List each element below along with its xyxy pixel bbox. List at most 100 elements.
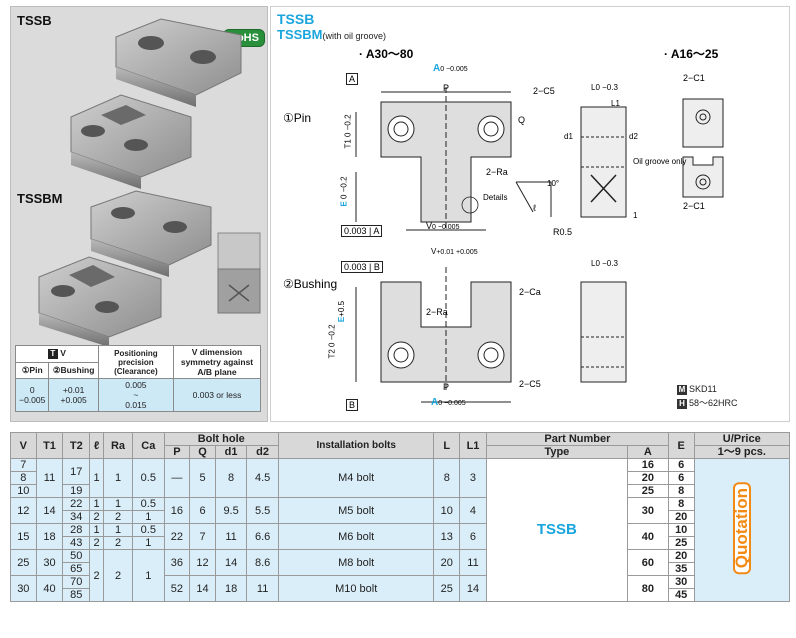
table-row: 7 11 17 1 1 0.5 — 5 8 4.5 M4 bolt 8 3 TS… [10, 458, 790, 602]
cell-e: 45 [667, 588, 695, 602]
cell-e: 25 [667, 536, 695, 550]
cell-ra: 1 [102, 523, 134, 537]
cell-ca: 1 [132, 510, 165, 524]
cell-bolt: M4 bolt [277, 458, 435, 498]
cell-q: 6 [189, 497, 216, 524]
v-dimension-pin: V0 −0.005 [426, 221, 460, 231]
th-t2: T2 [62, 432, 91, 459]
cell-d1: 11 [214, 523, 248, 550]
cell-d1: 18 [214, 575, 248, 602]
cell-ra: 1 [102, 458, 134, 498]
tssb-label: TSSB [17, 13, 52, 28]
cell-L1: 6 [459, 523, 487, 550]
cell-a: 40 [626, 523, 669, 550]
cell-ra: 2 [102, 510, 134, 524]
table-row: 8 20 6 [10, 471, 790, 485]
cell-t2: 65 [62, 562, 91, 576]
tssbm-bushing-photo [38, 256, 162, 347]
pin-label: ①Pin [283, 111, 312, 125]
cell-v: 8 [10, 471, 37, 485]
th-bolt-hole: Bolt hole [163, 432, 279, 446]
cell-e: 6 [667, 458, 695, 472]
cell-a: 30 [626, 497, 669, 524]
cell-v: 7 [10, 458, 37, 472]
drawing-title-tssb: TSSB [277, 11, 315, 27]
table-row: 30 40 70 52 14 18 11 M10 bolt 25 14 80 3… [10, 575, 790, 602]
cell-d2: 11 [246, 575, 279, 602]
cell-ell: 1 [89, 497, 104, 511]
cell-ra: 2 [102, 549, 134, 602]
th-qty: 1～9 pcs. [693, 445, 790, 459]
cell-ell: 1 [89, 458, 104, 498]
cell-L1: 14 [459, 575, 487, 602]
tssb-pin-photo [115, 18, 242, 107]
th-ell: ℓ [89, 432, 104, 459]
chamfer-c5-bushing: 2−C5 [519, 379, 541, 389]
cell-d2: 5.5 [246, 497, 279, 524]
th-d1: d1 [214, 445, 248, 459]
cell-q: 5 [189, 458, 216, 498]
t-icon: T [47, 349, 58, 360]
cell-a: 16 [626, 458, 669, 472]
top-section: TSSB RoHS TSSBM [10, 6, 790, 422]
cell-v: 12 [10, 497, 37, 524]
table-row: 12 14 22 1 1 0.5 16 6 9.5 5.5 M5 bolt 10… [10, 497, 790, 524]
cell-ca: 0.5 [132, 497, 165, 511]
cell-a: 80 [626, 575, 669, 602]
chamfer-c5-label: 2−C5 [533, 86, 555, 96]
cell-a: 60 [626, 549, 669, 576]
chamfer-c1-top: 2−C1 [683, 73, 705, 83]
th-type: Type [485, 445, 628, 459]
th-installation: Installation bolts [277, 432, 435, 459]
details-label: Details [483, 193, 508, 202]
pin-tolerance: 0 −0.005 [14, 378, 50, 412]
cell-a: 20 [626, 471, 669, 485]
cell-ra: 2 [102, 536, 134, 550]
a-dimension: A0 −0.005 [433, 63, 468, 74]
th-L1: L1 [459, 432, 487, 459]
cell-p: 52 [163, 575, 191, 602]
cell-L1: 4 [459, 497, 487, 524]
cell-p: 36 [163, 549, 191, 576]
tssbm-pin-photo [90, 190, 212, 277]
l-dimension: L0 −0.3 [591, 83, 618, 92]
quotation-button[interactable]: Quotation [732, 482, 751, 575]
cell-e: 8 [667, 497, 695, 511]
cell-t2: 22 [62, 497, 91, 511]
cell-bolt: M8 bolt [277, 549, 435, 576]
cell-L: 20 [433, 549, 461, 576]
th-L: L [433, 432, 461, 459]
cell-a: 25 [626, 484, 669, 498]
cell-v: 10 [10, 484, 37, 498]
cell-ell: 1 [89, 523, 104, 537]
cell-v: 30 [10, 575, 37, 602]
symmetry-value: 0.003 or less [172, 378, 262, 412]
datum-a: A [346, 73, 359, 85]
product-photos [38, 18, 261, 347]
quotation-cell: Quotation [693, 458, 790, 602]
table-row: 10 19 25 8 [10, 484, 790, 498]
cell-t2: 50 [62, 549, 91, 563]
oil-groove-label: Oil groove only [633, 157, 687, 166]
cell-d2: 4.5 [246, 458, 279, 498]
cell-ra: 1 [102, 497, 134, 511]
cell-q: 14 [189, 575, 216, 602]
t2-dimension: T2 0 −0.2 [327, 324, 337, 359]
cell-d1: 14 [214, 549, 248, 576]
cell-t2: 85 [62, 588, 91, 602]
cell-t2: 17 [62, 458, 91, 485]
cell-L1: 3 [459, 458, 487, 498]
cell-d1: 9.5 [214, 497, 248, 524]
clearance-value: 0.005~0.015 [97, 378, 174, 412]
symmetry-tolerance-b: 0.003 | B [341, 261, 383, 273]
cell-ell: 2 [89, 536, 104, 550]
th-q: Q [189, 445, 216, 459]
chamfer-ca-label: 2−Ca [519, 287, 541, 297]
cell-t2: 28 [62, 523, 91, 537]
drawing-panel: TSSB TSSBM(with oil groove) · A30～80 · A… [270, 6, 790, 422]
r05-label: R0.5 [553, 227, 573, 237]
th-price: U/Price [693, 432, 790, 446]
p-dimension-bushing: P [443, 382, 450, 392]
